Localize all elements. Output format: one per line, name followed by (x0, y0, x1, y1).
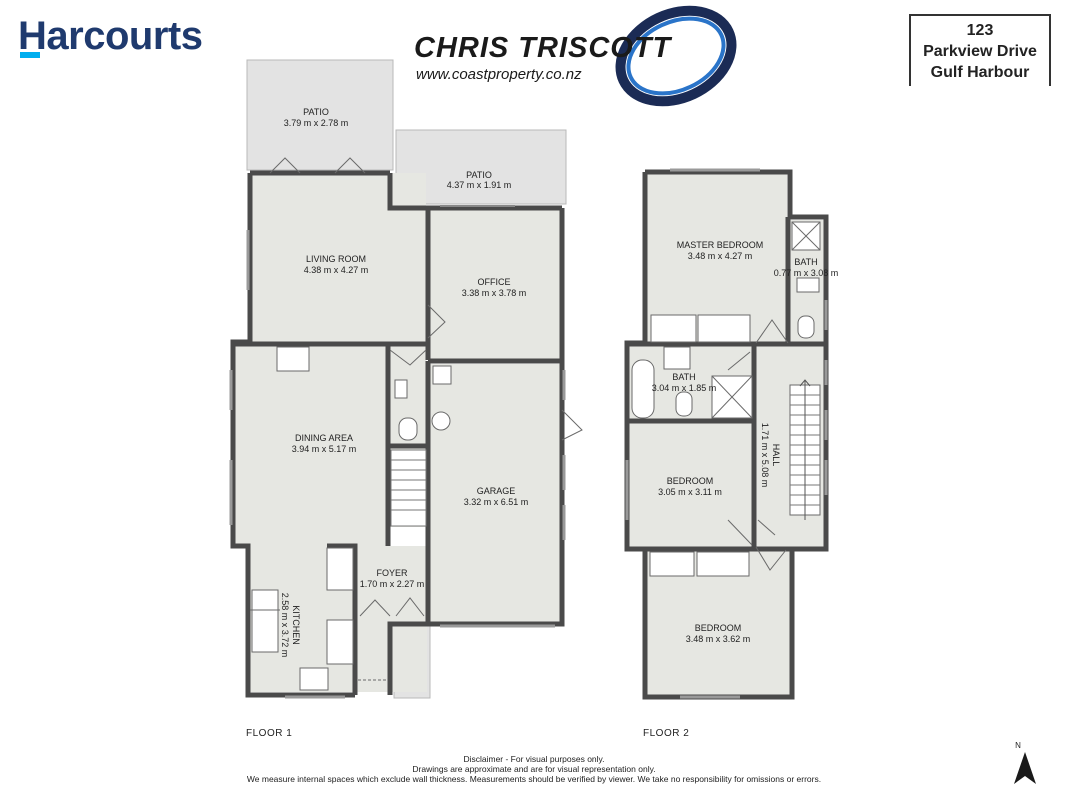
address-suburb: Gulf Harbour (930, 64, 1030, 81)
address-box: 123 Parkview Drive Gulf Harbour (909, 14, 1051, 86)
bedroom-2-floor (629, 423, 753, 547)
kitchen-name: KITCHEN (291, 605, 301, 645)
address-street: Parkview Drive (923, 43, 1037, 60)
patio-1-dims: 3.79 m x 2.78 m (284, 118, 349, 128)
compass-arrow-icon (1014, 752, 1036, 784)
agent-swoosh-logo (615, 5, 737, 107)
patio-1-name: PATIO (303, 107, 329, 117)
garage-floor (430, 364, 561, 622)
master-bedroom-dims: 3.48 m x 4.27 m (688, 251, 753, 261)
bath-dims: 3.04 m x 1.85 m (652, 383, 717, 393)
compass-label: N (1015, 741, 1021, 750)
office-name: OFFICE (478, 277, 511, 287)
dining-area-name: DINING AREA (295, 433, 353, 443)
bedroom-2-name: BEDROOM (667, 476, 714, 486)
dining-area-floor (233, 345, 389, 546)
patio-2-name: PATIO (466, 170, 492, 180)
foyer-dims: 1.70 m x 2.27 m (360, 579, 425, 589)
living-room-name: LIVING ROOM (306, 254, 366, 264)
office-dims: 3.38 m x 3.78 m (462, 288, 527, 298)
hall-name: HALL (771, 444, 781, 467)
disclaimer: Disclaimer - For visual purposes only. D… (200, 754, 868, 784)
harcourts-logo: Harcourts (18, 14, 203, 58)
kitchen-dims: 2.58 m x 3.72 m (280, 593, 290, 658)
address-number: 123 (966, 22, 994, 39)
bedroom-2-dims: 3.05 m x 3.11 m (658, 487, 722, 497)
agent-url: www.coastproperty.co.nz (416, 66, 582, 83)
hall-dims: 1.71 m x 5.08 m (760, 423, 770, 488)
dining-area-dims: 3.94 m x 5.17 m (292, 444, 357, 454)
floor-2-label: FLOOR 2 (643, 728, 690, 739)
master-bedroom-name: MASTER BEDROOM (677, 240, 764, 250)
patio-1-area (246, 59, 394, 171)
patio-2-dims: 4.37 m x 1.91 m (447, 180, 512, 190)
garage-name: GARAGE (477, 486, 516, 496)
agent-name: CHRIS TRISCOTT (414, 32, 672, 64)
foyer-name: FOYER (376, 568, 408, 578)
floor-2-walls (624, 169, 829, 700)
floor-1-walls (230, 170, 565, 698)
floor-1-label: FLOOR 1 (246, 728, 293, 739)
office-floor (428, 209, 561, 360)
living-room-dims: 4.38 m x 4.27 m (304, 265, 369, 275)
garage-dims: 3.32 m x 6.51 m (464, 497, 529, 507)
harcourts-logo-accent (20, 52, 40, 58)
disclaimer-line-3: We measure internal spaces which exclude… (246, 774, 822, 784)
ensuite-name: BATH (794, 257, 817, 267)
bedroom-3-dims: 3.48 m x 3.62 m (686, 634, 751, 644)
disclaimer-line-2: Drawings are approximate and are for vis… (412, 764, 656, 774)
disclaimer-line-1: Disclaimer - For visual purposes only. (463, 754, 605, 764)
living-room-floor (250, 173, 426, 345)
bath-name: BATH (672, 372, 695, 382)
bedroom-3-name: BEDROOM (695, 623, 742, 633)
ensuite-dims: 0.77 m x 3.08 m (774, 268, 839, 278)
